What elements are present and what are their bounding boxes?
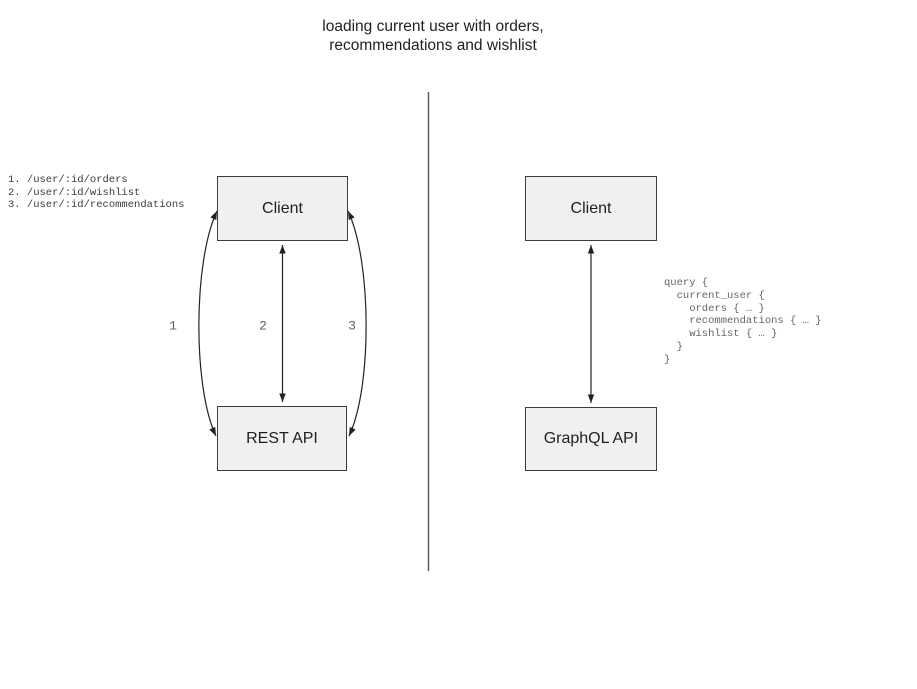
rest-client-box: Client [217, 176, 348, 241]
query-line-2: current_user { [664, 289, 765, 302]
graphql-client-box: Client [525, 176, 657, 241]
diagram-title: loading current user with orders, recomm… [183, 17, 683, 55]
rest-api-label: REST API [246, 429, 318, 447]
rest-arrow-3-recommendations [347, 210, 367, 437]
arrow-label-2: 2 [259, 318, 267, 334]
query-line-5: wishlist { … } [664, 328, 778, 341]
rest-endpoint-wishlist: 2. /user/:id/wishlist [8, 186, 141, 199]
rest-api-box: REST API [217, 406, 347, 471]
rest-endpoint-recommendations: 3. /user/:id/recommendations [8, 199, 185, 212]
query-line-4: recommendations { … } [664, 315, 822, 328]
rest-client-label: Client [262, 199, 303, 217]
rest-endpoint-list: 1. /user/:id/orders 2. /user/:id/wishlis… [8, 174, 184, 212]
query-line-3: orders { … } [664, 302, 765, 315]
query-line-7: } [664, 353, 671, 366]
arrow-label-3: 3 [348, 318, 356, 334]
query-line-1: query { [664, 277, 709, 289]
rest-endpoint-orders: 1. /user/:id/orders [8, 174, 128, 186]
rest-arrow-1-orders [198, 210, 218, 437]
graphql-query-snippet: query { current_user { orders { … } reco… [664, 277, 822, 367]
query-line-6: } [664, 340, 683, 353]
title-line-2: recommendations and wishlist [329, 37, 537, 54]
graphql-client-label: Client [570, 199, 612, 217]
arrow-label-1: 1 [169, 318, 177, 334]
title-line-1: loading current user with orders, [322, 18, 544, 35]
graphql-api-label: GraphQL API [543, 430, 639, 447]
graphql-api-box: GraphQL API [525, 407, 657, 471]
